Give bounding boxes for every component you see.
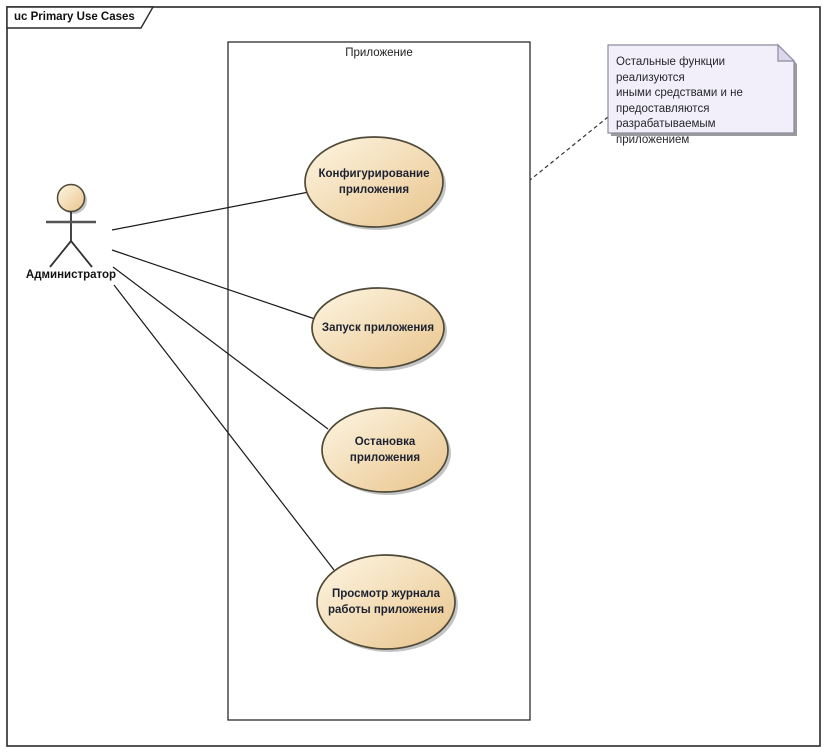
note-attachment-dashed-line[interactable]: [529, 116, 609, 181]
actor-administrator[interactable]: [46, 183, 96, 268]
connector-admin-start[interactable]: [111, 249, 316, 320]
usecase-ellipse[interactable]: [304, 136, 444, 228]
note-element[interactable]: [607, 43, 797, 136]
usecase-ellipse[interactable]: [311, 287, 445, 369]
actor-leg-left: [49, 240, 72, 268]
usecase-configure-application[interactable]: [304, 136, 446, 230]
usecase-stop-application[interactable]: [321, 407, 451, 495]
actor-head[interactable]: [56, 183, 86, 213]
usecase-ellipse[interactable]: [316, 554, 456, 650]
usecase-ellipse[interactable]: [321, 407, 449, 493]
connector-admin-configure[interactable]: [111, 191, 310, 231]
diagram-frame: [6, 6, 821, 747]
frame-title-tab: [6, 6, 155, 29]
connector-admin-stop[interactable]: [112, 266, 329, 430]
usecase-start-application[interactable]: [311, 287, 447, 371]
note-body[interactable]: [607, 44, 795, 134]
connector-admin-viewlog[interactable]: [113, 284, 335, 571]
actor-leg-right: [70, 240, 93, 268]
note-fold-corner: [777, 43, 796, 62]
usecase-view-log[interactable]: [316, 554, 458, 652]
